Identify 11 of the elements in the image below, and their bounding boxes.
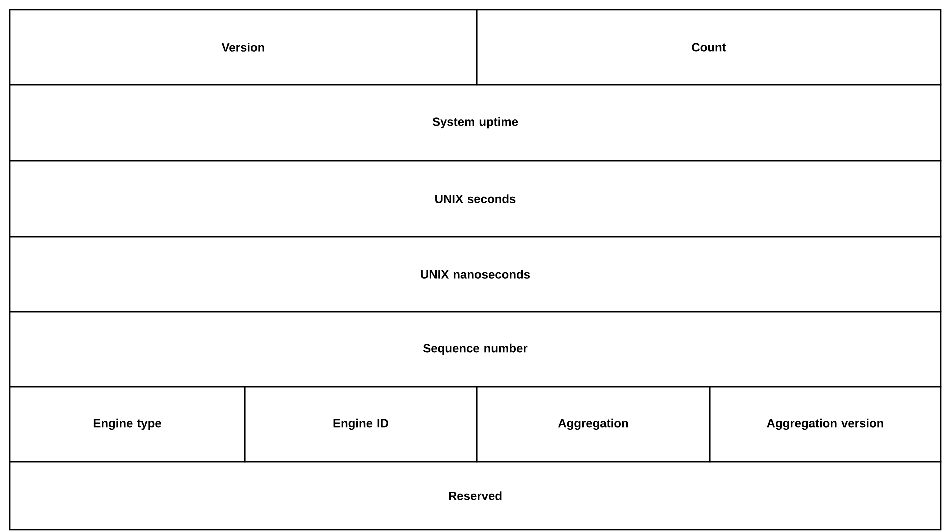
field-cell: System uptime bbox=[9, 84, 942, 162]
field-cell: Aggregation version bbox=[709, 386, 942, 463]
field-cell: Engine type bbox=[9, 386, 246, 463]
field-cell: Count bbox=[476, 9, 942, 86]
field-cell: Engine ID bbox=[244, 386, 478, 463]
field-cell: Aggregation bbox=[476, 386, 711, 463]
field-cell: Version bbox=[9, 9, 478, 86]
field-cell: Sequence number bbox=[9, 311, 942, 388]
field-cell: UNIX seconds bbox=[9, 160, 942, 238]
field-cell: UNIX nanoseconds bbox=[9, 236, 942, 313]
field-cell: Reserved bbox=[9, 461, 942, 531]
